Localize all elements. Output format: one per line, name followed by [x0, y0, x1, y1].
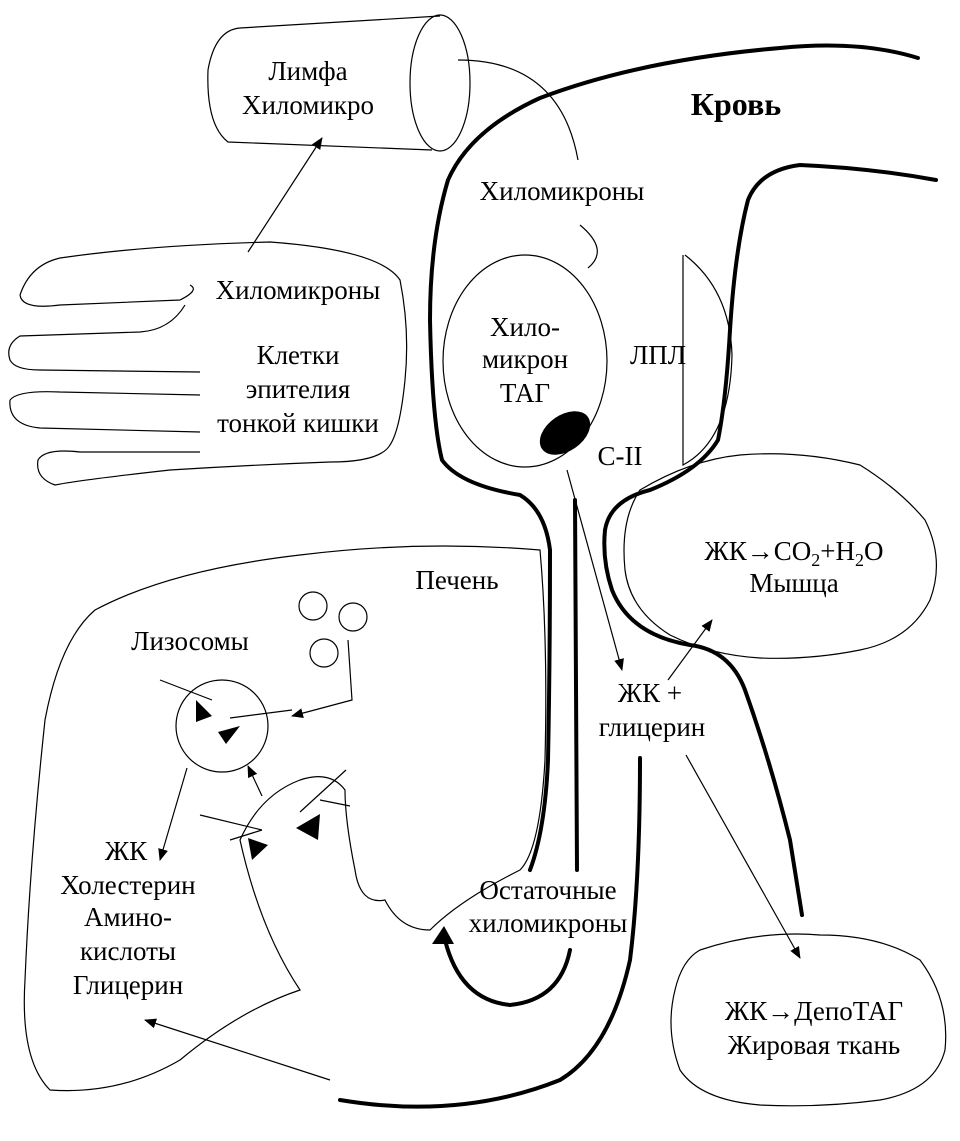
- chylomicron-tag-label-1: Хило-: [490, 312, 560, 342]
- epithelial-cells: [8, 241, 408, 486]
- muscle-label-2: Мышца: [749, 568, 838, 598]
- chylomicrons-left-label: Хиломикроны: [216, 275, 381, 305]
- chylomicron-particle: [442, 254, 608, 468]
- blood-label: Кровь: [691, 86, 781, 122]
- products-label-2: Холестерин: [60, 870, 195, 900]
- lymph-label-2: Хиломикро: [242, 90, 374, 120]
- products-label-4: кислоты: [80, 936, 176, 966]
- lysosome: [175, 591, 368, 773]
- remnant-pocket: [159, 679, 351, 860]
- adipose-label-1: ЖК→ДепоТАГ: [725, 996, 903, 1026]
- lysosomes-label: Лизосомы: [131, 626, 249, 656]
- products-label-3: Амино-: [84, 902, 172, 932]
- blood-vessel: [338, 43, 938, 1109]
- adipose-outline: [670, 933, 947, 1107]
- lymph-vessel: [207, 14, 471, 152]
- products-label-1: ЖК: [105, 836, 148, 866]
- fa-glycerol-label-2: глицерин: [599, 712, 705, 742]
- chylomicron-tag-label-3: ТАГ: [500, 378, 550, 408]
- lymph-link-curve: [457, 59, 598, 269]
- muscle-label-1: ЖК→СО2+Н2О: [705, 536, 884, 570]
- chylomicrons-top-label: Хиломикроны: [480, 176, 645, 206]
- chylomicron-tag-label-2: микрон: [482, 344, 568, 374]
- lymph-label-1: Лимфа: [268, 56, 347, 86]
- epithelium-label-1: Клетки: [257, 340, 340, 370]
- fa-glycerol-label-1: ЖК +: [618, 678, 682, 708]
- remnant-label-2: хиломикроны: [469, 908, 628, 938]
- products-label-5: Глицерин: [73, 970, 183, 1000]
- arrows: [144, 137, 801, 1081]
- lpl-arc: [682, 254, 733, 466]
- remnant-label-1: Остаточные: [479, 875, 616, 905]
- epithelium-label-2: эпителия: [246, 374, 351, 404]
- adipose-label-2: Жировая ткань: [728, 1030, 900, 1060]
- lpl-label: ЛПЛ: [630, 340, 686, 370]
- apoc2-dot: [539, 411, 591, 455]
- epithelium-label-3: тонкой кишки: [217, 408, 379, 438]
- liver-label: Печень: [415, 565, 498, 595]
- liver-outline: [23, 545, 547, 1092]
- muscle-outline: [623, 453, 937, 659]
- c2-label: С-II: [598, 441, 643, 471]
